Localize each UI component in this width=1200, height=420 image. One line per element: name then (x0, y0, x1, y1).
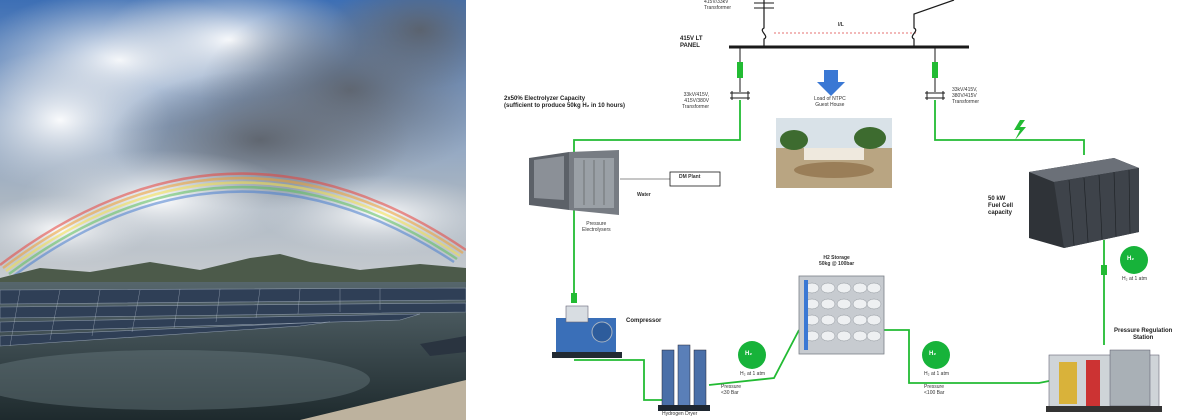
h2-badge-text-2: H₂ (929, 351, 936, 357)
breaker-icon (754, 2, 774, 9)
pressure-100-label: Pressure <100 Bar (924, 384, 945, 396)
pressure-regulation-station (1046, 349, 1162, 412)
mountains (0, 254, 466, 285)
electrolyzer-capacity-caption: 2x50% Electrolyzer Capacity (sufficient … (504, 96, 626, 109)
hydrogen-dryer-label: Hydrogen Dryer (662, 411, 698, 417)
transformer-left-label: 33kV/415V, 415V/380V Transformer (682, 92, 710, 110)
electrolyser-note: Pressure Electrolysers (582, 221, 611, 233)
diagram-svg (529, 0, 1162, 412)
compressor-unit (552, 305, 622, 358)
floating-platform (420, 336, 466, 356)
h2-badge-text-1: H₂ (745, 351, 752, 357)
water-reflection (0, 350, 370, 410)
transformer-right-label: 33kV/415V, 380V/415V Transformer (952, 87, 980, 105)
h2-badge-compressor-side (738, 341, 766, 369)
h2-badge-fuel-cell-side (1120, 246, 1148, 274)
flow-marker-1 (571, 293, 577, 303)
guest-house-photo (776, 118, 892, 188)
stone-wall (300, 380, 466, 420)
breaker-left-green (737, 62, 743, 78)
breaker-right-green (932, 62, 938, 78)
fuel-cell-cabinet (1029, 158, 1139, 248)
hydrogen-dryer-unit (658, 344, 710, 411)
floating-solar-photo (0, 0, 466, 420)
h2-storage-label: H2 Storage 50kg @ 100bar (819, 255, 855, 267)
down-arrow-icon (817, 70, 845, 96)
transformer-left-icon (730, 91, 750, 100)
feeder-top-left (761, 0, 767, 47)
pressure-30-label: Pressure <30 Bar (721, 384, 742, 396)
h2-badge-storage-side (922, 341, 950, 369)
photo-svg (0, 0, 466, 420)
solar-panel-array (0, 287, 466, 347)
rainbow (0, 172, 466, 279)
flow-marker-2 (1101, 265, 1107, 275)
tie-line-label: I/L (838, 22, 844, 28)
transformer-right-icon (925, 91, 945, 100)
compressor-label: Compressor (626, 318, 662, 324)
water-label: Water (637, 192, 651, 198)
badge-sub-1: H₂ at 1 atm (740, 371, 766, 377)
pipe-network (573, 100, 1105, 401)
dm-plant-label: DM Plant (679, 174, 701, 180)
pressure-regulation-label: Pressure Regulation Station (1114, 328, 1173, 341)
panel-grid (9, 288, 381, 347)
h2-badge-text-3: H₂ (1127, 256, 1134, 262)
transformer-top-label: 415V/33kV Transformer (704, 0, 732, 11)
lt-panel-label: 415V LT PANEL (680, 36, 703, 49)
feeder-top-right (911, 0, 955, 47)
guest-house-label: Load of NTPC Guest House (814, 96, 846, 108)
h2-storage-rack (798, 275, 885, 355)
fuel-cell-capacity-label: 50 kW Fuel Cell capacity (988, 196, 1014, 216)
hydrogen-system-diagram: 415V/33kV Transformer I/L 415V LT PANEL … (474, 0, 1200, 420)
badge-sub-2: H₂ at 1 atm (924, 371, 950, 377)
electrolyzer-units (529, 150, 619, 215)
lightning-bolt-icon (1014, 120, 1026, 140)
badge-sub-3: H₂ at 1 atm (1122, 276, 1148, 282)
